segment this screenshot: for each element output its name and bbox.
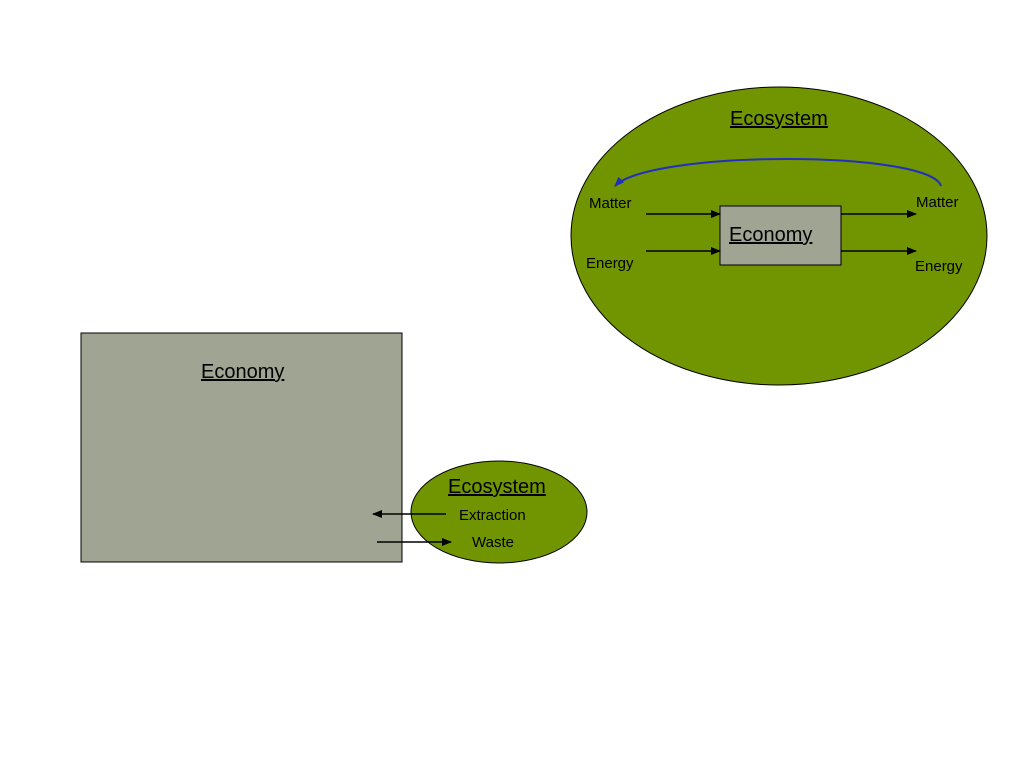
matter-output-label: Matter [916,194,959,211]
extraction-label: Extraction [459,507,526,524]
energy-output-label: Energy [915,258,963,275]
matter-recycling-arrow [614,158,942,187]
economy-small-box [719,205,842,266]
economy-large-label: Economy [201,361,285,383]
energy-input-label: Energy [586,255,634,272]
matter-input-label: Matter [589,195,632,212]
ecosystem-small-ellipse [410,460,588,564]
economy-large-box [80,332,403,563]
ecosystem-small-label: Ecosystem [448,476,546,498]
economy-small-label: Economy [729,224,813,246]
waste-label: Waste [472,534,514,551]
ecosystem-large-label: Ecosystem [730,108,828,130]
